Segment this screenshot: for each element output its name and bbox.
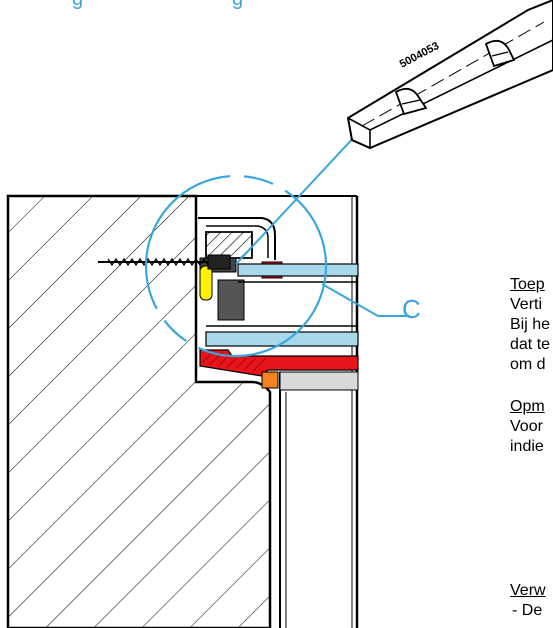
verwerking-heading: Verw [510,582,546,599]
body-line-3: dat te [510,336,551,353]
screw [98,254,231,270]
body-line-2: Bij he [510,316,551,333]
part-clip: 5004053 [346,0,553,150]
frame-profile [198,217,276,260]
callout-line [321,283,410,317]
window-frame [279,196,359,628]
yellow-strip [199,265,213,301]
detail-circle [144,174,328,358]
body-line-4: om d [510,356,546,373]
orange-block [261,371,279,389]
part-leader-line [235,119,371,265]
glass-top [237,263,359,277]
opmerking-heading: Opm [510,398,545,415]
dark-gasket-vertical [217,279,245,321]
body-line-1: Verti [510,296,543,313]
wood-block [205,231,253,259]
header-fragment-right: g [232,0,243,11]
glass-bottom [205,331,359,347]
grey-sill [279,371,359,391]
frame-profile-inner [206,225,269,258]
callout-label: C [402,294,421,324]
body-line-6: indie [510,438,544,455]
body-line-5: Voor [510,418,543,435]
header-fragment-left: g [72,0,83,11]
toepassing-heading: Toep [510,276,545,293]
red-profile-hatch [202,352,268,372]
body-line-7: - De [512,602,543,619]
